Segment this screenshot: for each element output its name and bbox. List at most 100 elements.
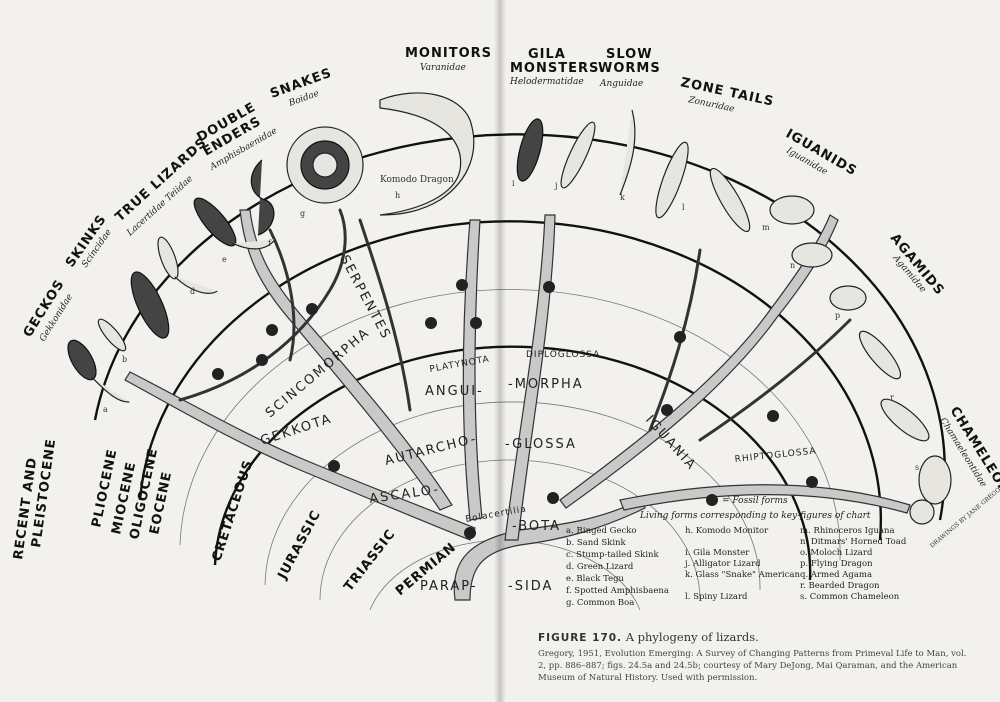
branch-rhiptoglossa [619,484,911,514]
fossil-dot [212,368,224,380]
era-triassic: TRIASSIC [341,527,399,595]
clade-morpha: -MORPHA [508,377,584,392]
arc-triassic [319,459,701,601]
clade-angui: ANGUI- [425,384,484,399]
branch-zone-tails [648,248,702,432]
fossil-dot [547,492,559,504]
common-boa-drawing [286,126,364,204]
book-gutter [494,0,506,702]
fossil-dot [266,324,278,336]
glass-snake-drawing [619,109,636,196]
fossil-dot [328,460,340,472]
key-item: s. Common Chameleon [800,592,900,602]
black-tegu-drawing [193,197,276,250]
letter: n [790,261,795,270]
armed-agama-drawing [858,330,902,380]
branch-anguimorpha-right [504,214,556,541]
common-chameleon-drawing [909,455,952,525]
branch-serpentes [358,218,412,412]
fossil-dot [425,317,437,329]
key-item: g. Common Boa [566,598,634,608]
label-monitors: MONITORS [405,46,492,61]
caption-title: FIGURE 170. A phylogeny of lizards. [538,630,968,644]
fossil-dot [464,527,476,539]
flying-dragon-drawing [829,285,867,311]
key-item: l. Spiny Lizard [685,592,748,602]
key-item: d. Green Lizard [566,562,634,572]
figure-caption: FIGURE 170. A phylogeny of lizards. Greg… [538,630,968,684]
key-item: i. Gila Monster [685,548,750,558]
clade-platynota: PLATYNOTA [429,355,491,375]
letter: e [222,255,227,264]
key-list: a. Ringed Gecko b. Sand Skink c. Stump-t… [566,526,907,608]
fossil-legend: = Fossil forms Living forms correspondin… [639,494,871,521]
clade-rhiptoglossa: RHIPTOGLOSSA [734,446,817,465]
clade-sida: -SIDA [508,579,553,594]
key-item: h. Komodo Monitor [685,526,769,536]
rhinoceros-iguana-drawing [709,167,751,233]
letter: g [300,209,305,218]
caption-heading: A phylogeny of lizards. [625,630,759,644]
branch-iguania [559,214,839,509]
fossil-dot [661,404,673,416]
fossil-dot [674,331,686,343]
fossil-dot [306,303,318,315]
spiny-lizard-drawing [655,141,689,219]
alligator-lizard-drawing [560,121,596,189]
key-item: j. Alligator Lizard [684,559,761,569]
clade-bota: -BOTA [512,519,561,534]
arc-pliocene [138,220,882,541]
branch-anguimorpha-left [462,219,483,521]
legend-fossil-text: = Fossil forms [722,496,788,506]
branch-gekkota [124,371,476,541]
key-item: a. Ringed Gecko [566,526,637,536]
letter: r [890,393,894,402]
key-item: f. Spotted Amphisbaena [566,586,669,596]
caption-source: Gregory, 1951, Evolution Emerging: A Sur… [538,648,968,684]
animal-illustrations [67,92,952,525]
fossil-dot [767,410,779,422]
bearded-dragon-drawing [880,398,930,442]
branch-agamids [698,318,852,442]
letter: h [395,191,400,200]
branch-true-lizards [268,228,296,362]
horned-toad-drawing [769,195,815,225]
key-item: c. Stump-tailed Skink [566,550,660,560]
letter: c [160,323,165,332]
branch-scincomorpha [239,209,453,511]
letter: s [915,463,919,472]
letter: a [103,405,108,414]
clade-parap: PARAP- [420,579,478,594]
gecko-drawing [67,339,130,403]
letter: m [762,223,770,232]
label-gila: GILA [528,47,566,62]
caption-figure-number: FIGURE 170. [538,632,623,644]
fossil-dot [256,354,268,366]
clade-diploglossa: DIPLOGLOSSA [526,350,600,360]
caption-source-text: Gregory, 1951, Evolution Emerging: A Sur… [538,649,967,683]
key-item: r. Bearded Dragon [800,581,880,591]
arc-cretaceous [213,345,812,581]
letter: i [512,179,515,188]
letter: f [268,239,272,248]
label-anguidae: Anguidae [599,79,643,89]
key-item: m. Rhinoceros Iguana [800,526,895,536]
key-item: q. Armed Agama [800,570,872,580]
moloch-drawing [791,242,833,268]
key-title: Living forms corresponding to key-figure… [639,511,871,521]
label-worms: WORMS [598,61,661,76]
fossil-dot [806,476,818,488]
komodo-monitor-drawing [379,92,475,216]
fossil-dot [543,281,555,293]
letter: p [835,311,840,320]
key-item: k. Glass "Snake" American [685,570,800,580]
green-lizard-drawing [157,236,218,294]
fossil-dot [470,317,482,329]
letter: l [682,203,685,212]
clade-glossa: -GLOSSA [505,437,577,452]
key-item: p. Flying Dragon [800,559,873,569]
label-slow: SLOW [606,47,653,62]
label-helodermatidae: Helodermatidae [509,77,584,87]
